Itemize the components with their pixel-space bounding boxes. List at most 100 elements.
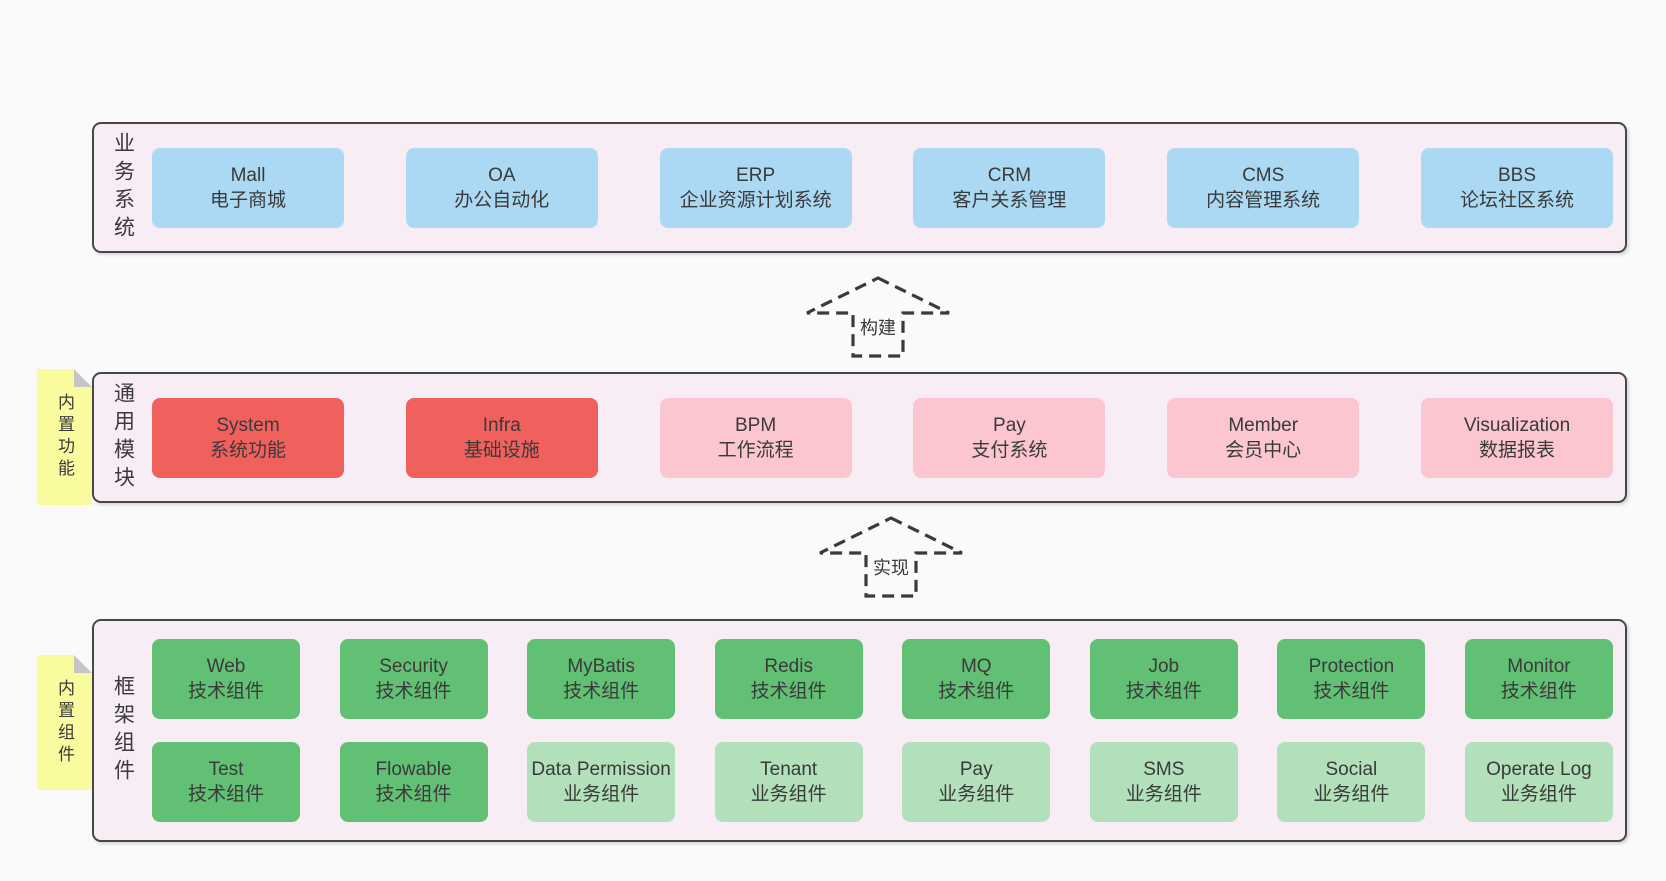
module-subtitle: 技术组件 (375, 681, 452, 702)
module-subtitle: 基础设施 (463, 439, 540, 461)
module-title: Tenant (760, 759, 818, 780)
module-box-mybatis: MyBatis 技术组件 (527, 639, 676, 719)
arrow-label: 实现 (870, 554, 912, 580)
module-box-flowable: Flowable 技术组件 (339, 742, 488, 822)
module-title: Visualization (1463, 414, 1571, 436)
layer-label-column: 通用模块 (94, 374, 152, 501)
module-box-bbs: BBS 论坛社区系统 (1420, 147, 1613, 228)
layer-label: 业务系统 (111, 131, 135, 244)
module-title: Redis (764, 656, 813, 677)
module-title: Test (208, 759, 244, 780)
module-subtitle: 技术组件 (375, 784, 452, 805)
module-box-mall: Mall 电子商城 (152, 147, 344, 228)
module-title: BBS (1497, 164, 1536, 186)
module-box-visualization: Visualization 数据报表 (1420, 397, 1613, 478)
module-title: CRM (987, 164, 1032, 186)
module-title: Security (379, 656, 448, 677)
module-title: Pay (959, 759, 993, 780)
module-box-cms: CMS 内容管理系统 (1167, 147, 1360, 228)
module-box-member: Member 会员中心 (1167, 397, 1360, 478)
module-subtitle: 会员中心 (1225, 439, 1302, 461)
module-subtitle: 技术组件 (563, 681, 640, 702)
sticky-note-built-in-components: 内置组件 (37, 655, 92, 790)
module-title: CMS (1242, 164, 1285, 186)
module-box-test: Test 技术组件 (152, 742, 300, 822)
module-title: Mall (230, 164, 266, 186)
module-subtitle: 客户关系管理 (952, 189, 1067, 211)
module-subtitle: 业务组件 (1313, 784, 1390, 805)
module-subtitle: 技术组件 (187, 681, 264, 702)
module-box-infra: Infra 基础设施 (405, 397, 598, 478)
module-box-erp: ERP 企业资源计划系统 (659, 147, 852, 228)
module-subtitle: 业务组件 (1500, 784, 1577, 805)
module-box-security: Security 技术组件 (339, 639, 488, 719)
module-subtitle: 业务组件 (563, 784, 640, 805)
module-title: OA (488, 164, 516, 186)
module-box-social: Social 业务组件 (1277, 742, 1426, 822)
module-title: Social (1325, 759, 1378, 780)
layer-label: 通用模块 (111, 381, 135, 494)
module-subtitle: 电子商城 (209, 189, 286, 211)
module-subtitle: 技术组件 (750, 681, 827, 702)
module-subtitle: 技术组件 (187, 784, 264, 805)
module-subtitle: 技术组件 (938, 681, 1015, 702)
module-subtitle: 业务组件 (938, 784, 1015, 805)
module-subtitle: 数据报表 (1478, 439, 1555, 461)
module-title: Data Permission (531, 759, 671, 780)
module-box-mq: MQ 技术组件 (902, 639, 1051, 719)
layer-label: 框架组件 (111, 674, 135, 787)
module-subtitle: 论坛社区系统 (1459, 189, 1574, 211)
module-title: Protection (1308, 656, 1395, 677)
module-box-tenant: Tenant 业务组件 (714, 742, 863, 822)
layer-label-column: 框架组件 (94, 621, 152, 840)
module-box-pay: Pay 业务组件 (902, 742, 1051, 822)
sticky-note-built-in-features: 内置功能 (37, 369, 92, 505)
module-box-redis: Redis 技术组件 (714, 639, 863, 719)
module-title: Job (1148, 656, 1180, 677)
module-title: MyBatis (567, 656, 635, 677)
module-subtitle: 业务组件 (750, 784, 827, 805)
module-box-data-permission: Data Permission 业务组件 (527, 742, 676, 822)
module-title: SMS (1143, 759, 1185, 780)
folded-corner-icon (74, 369, 92, 387)
arrow-build: 构建 (805, 276, 951, 358)
module-box-operate-log: Operate Log 业务组件 (1464, 742, 1613, 822)
module-subtitle: 内容管理系统 (1206, 189, 1321, 211)
module-title: Flowable (375, 759, 452, 780)
module-title: Infra (482, 414, 521, 436)
module-box-system: System 系统功能 (152, 397, 344, 478)
arrow-label: 构建 (857, 314, 899, 340)
module-title: System (216, 414, 280, 436)
module-title: Operate Log (1486, 759, 1592, 780)
sticky-note-text: 内置功能 (55, 393, 74, 481)
module-title: Pay (993, 414, 1026, 436)
module-title: Member (1228, 414, 1299, 436)
module-title: ERP (736, 164, 776, 186)
module-subtitle: 企业资源计划系统 (679, 189, 832, 211)
module-box-crm: CRM 客户关系管理 (913, 147, 1106, 228)
module-subtitle: 系统功能 (209, 439, 286, 461)
module-box-sms: SMS 业务组件 (1089, 742, 1238, 822)
module-title: MQ (960, 656, 992, 677)
module-subtitle: 支付系统 (971, 439, 1048, 461)
module-subtitle: 业务组件 (1125, 784, 1202, 805)
layer-label-column: 业务系统 (94, 124, 152, 251)
arrow-implement: 实现 (818, 516, 964, 598)
sticky-note-text: 内置组件 (55, 678, 74, 767)
module-box-pay: Pay 支付系统 (913, 397, 1106, 478)
module-subtitle: 工作流程 (717, 439, 794, 461)
